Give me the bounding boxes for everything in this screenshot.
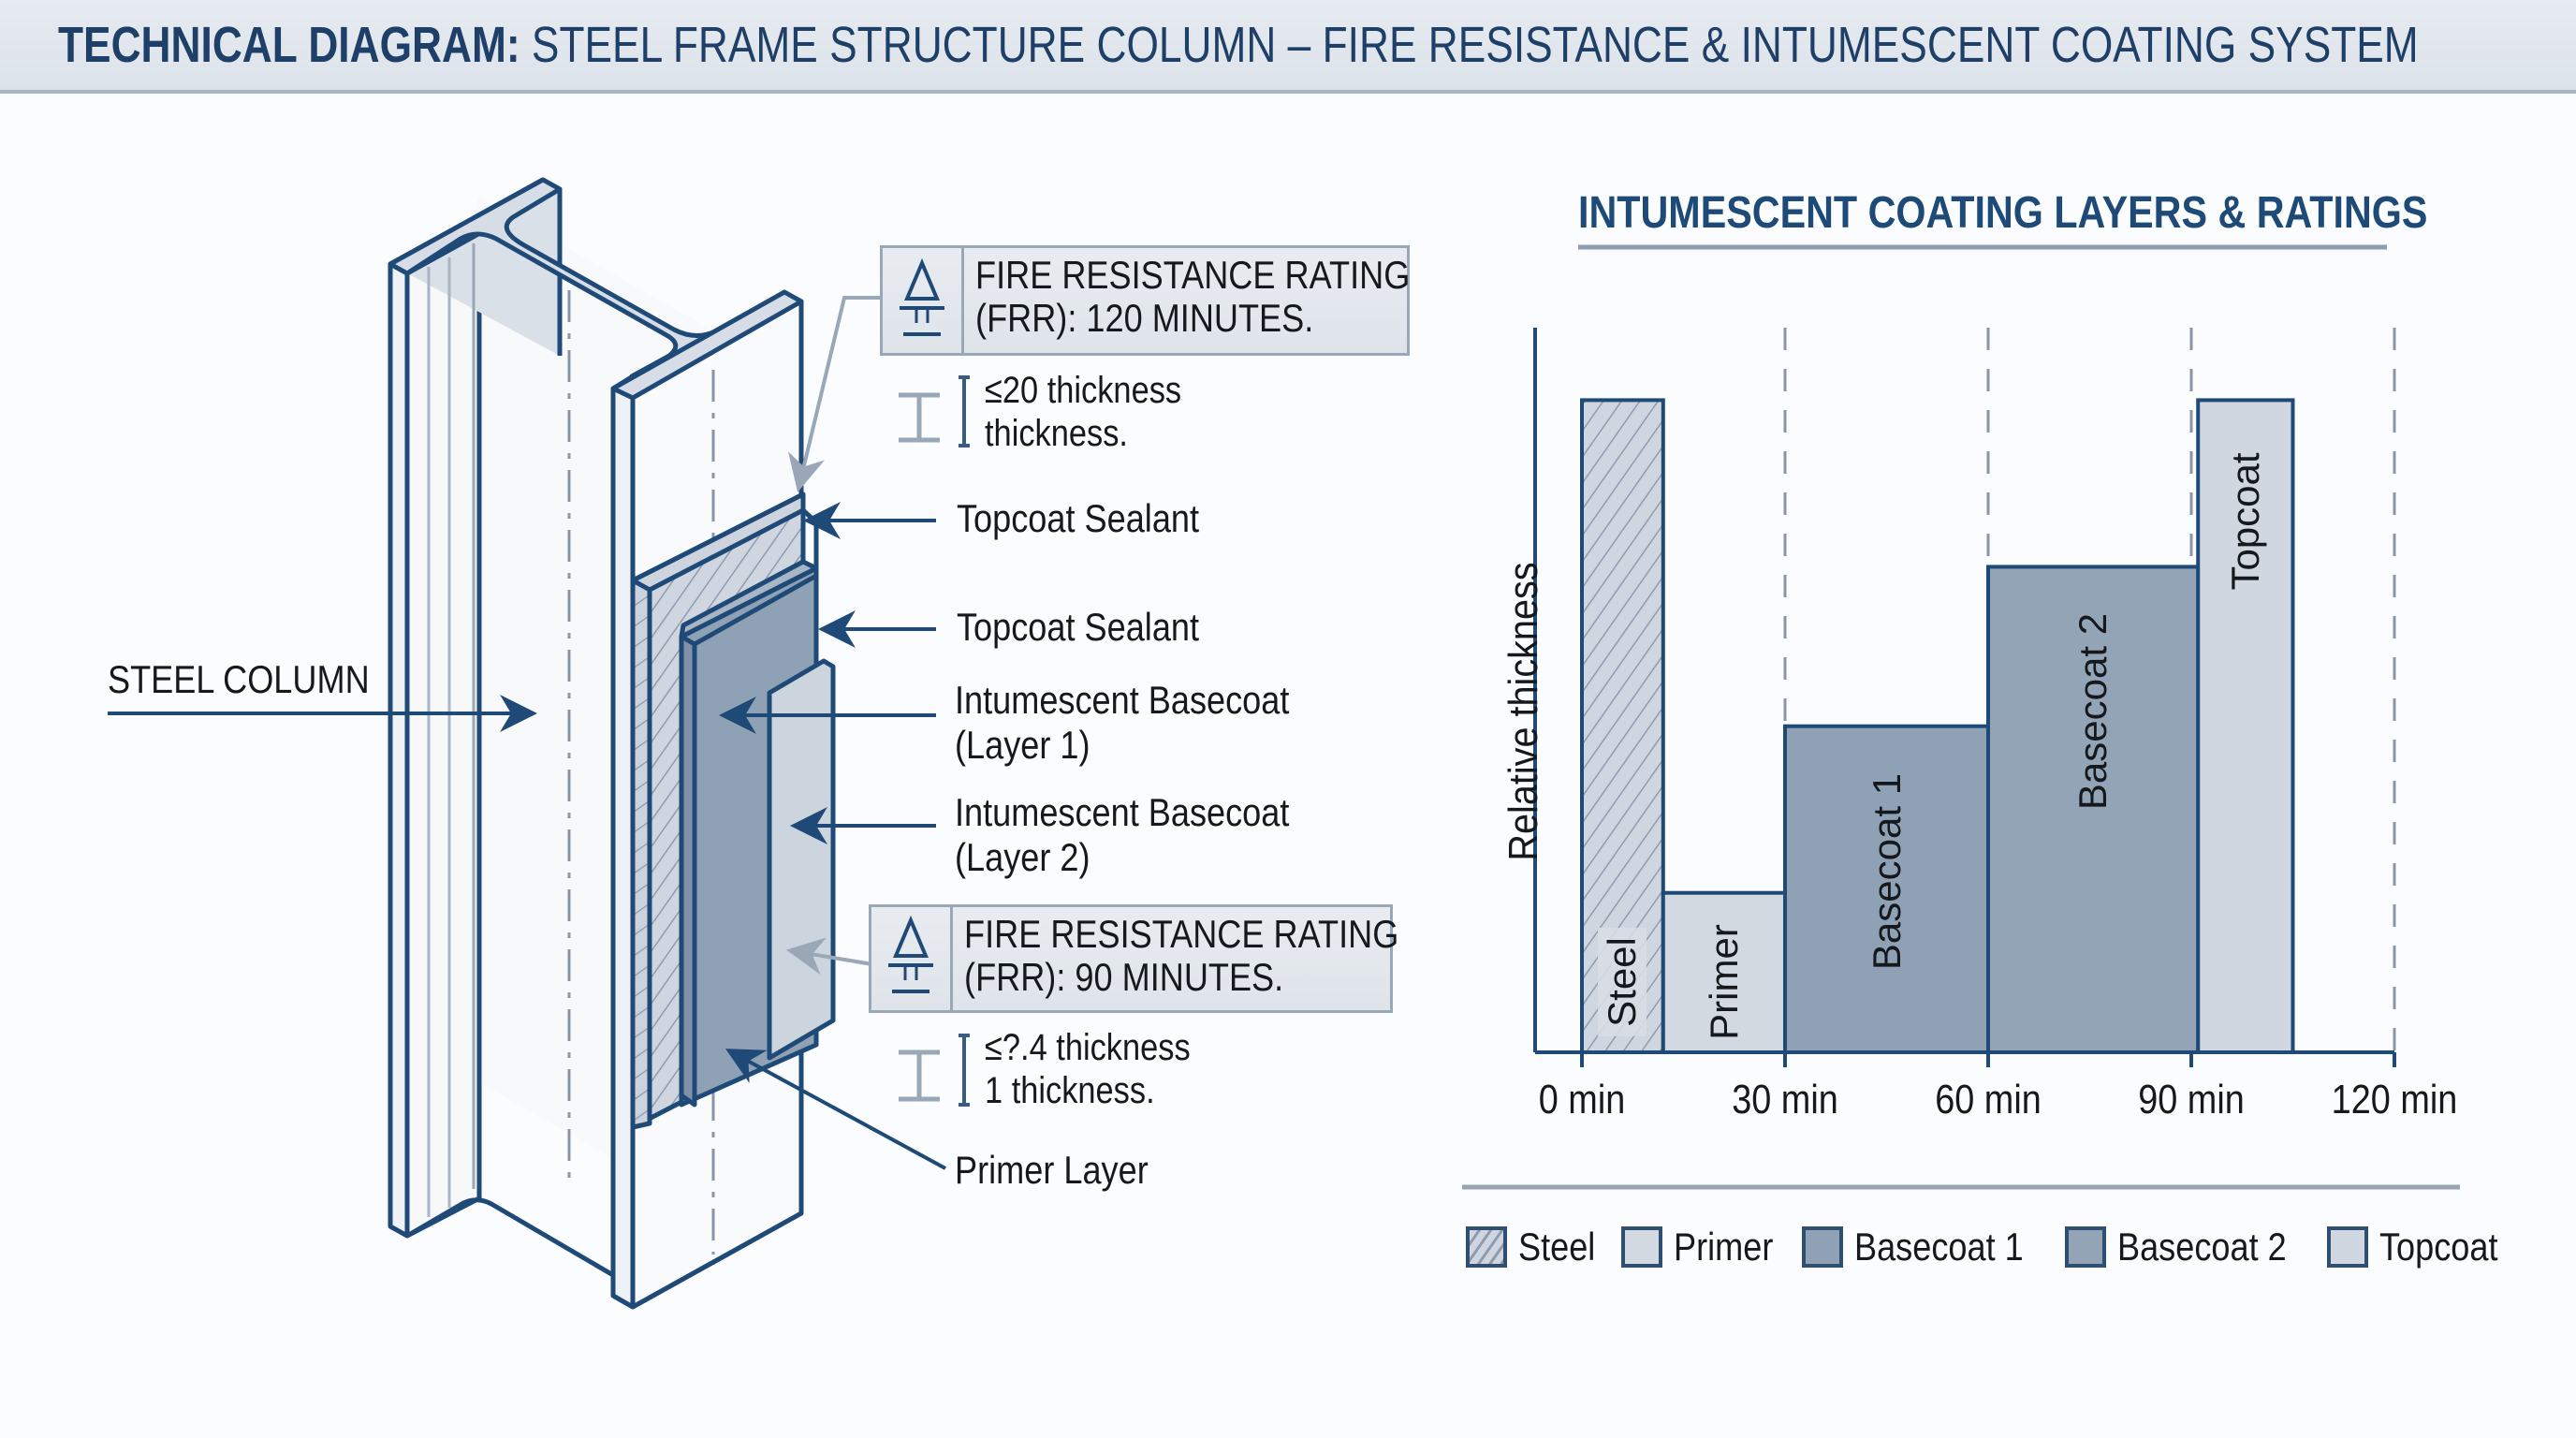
frr-90-line1: FIRE RESISTANCE RATING (964, 912, 1399, 956)
x-tick-label: 60 min (1935, 1077, 2042, 1123)
x-tick-label: 0 min (1538, 1077, 1626, 1123)
legend-item-steel: Steel (1466, 1225, 1597, 1269)
chart-legend: Steel Primer Basecoat 1 Basecoat 2 Topcoat (1466, 1225, 2530, 1269)
bar-label-basecoat-1: Basecoat 1 (1864, 772, 1909, 970)
callout-basecoat-1: Intumescent Basecoat (Layer 1) (955, 678, 1289, 768)
leader-lines (108, 296, 946, 1170)
thickness-note-1-line2: thickness. (985, 413, 1128, 454)
thickness-icon-2 (899, 1034, 970, 1107)
callout-basecoat-2: Intumescent Basecoat (Layer 2) (955, 790, 1289, 880)
frr-90-text: FIRE RESISTANCE RATING (FRR): 90 MINUTES… (953, 907, 1398, 1010)
callout-basecoat-1-line2: (Layer 1) (955, 723, 1090, 767)
fire-rating-icon (883, 248, 964, 353)
legend-item-topcoat: Topcoat (2326, 1225, 2506, 1269)
bar-label-primer: Primer (1701, 924, 1746, 1040)
legend-label: Topcoat (2378, 1225, 2498, 1269)
legend-label: Primer (1673, 1225, 1774, 1269)
callout-primer-layer: Primer Layer (955, 1148, 1149, 1192)
bar-basecoat-1 (1783, 724, 1990, 1054)
callout-basecoat-1-line1: Intumescent Basecoat (955, 678, 1290, 722)
legend-swatch (1620, 1226, 1662, 1268)
page-title: TECHNICAL DIAGRAM: STEEL FRAME STRUCTURE… (58, 15, 2419, 75)
thickness-note-1: ≤20 thickness thickness. (985, 369, 1181, 455)
primer-arrow (724, 1049, 946, 1170)
legend-label: Basecoat 1 (1854, 1225, 2025, 1269)
frr-120-line1: FIRE RESISTANCE RATING (975, 253, 1411, 297)
bar-topcoat (2196, 398, 2295, 1054)
frr-90-line2: (FRR): 90 MINUTES. (964, 955, 1284, 999)
legend-item-primer: Primer (1620, 1225, 1778, 1269)
thickness-icon-1 (899, 375, 970, 448)
legend-label: Steel (1518, 1225, 1596, 1269)
page-title-bold: TECHNICAL DIAGRAM: (58, 17, 520, 73)
coating-basecoat-2 (767, 658, 836, 1061)
legend-swatch (1802, 1226, 1844, 1268)
x-tick-label: 90 min (2138, 1077, 2245, 1123)
frr-120-line2: (FRR): 120 MINUTES. (975, 296, 1314, 340)
bar-label-steel: Steel (1598, 928, 1647, 1036)
legend-item-basecoat-1: Basecoat 1 (1802, 1225, 2040, 1269)
frr-90-box: FIRE RESISTANCE RATING (FRR): 90 MINUTES… (869, 904, 1398, 1013)
steel-column-label: STEEL COLUMN (108, 657, 370, 701)
chart-title: INTUMESCENT COATING LAYERS & RATINGS (1578, 188, 2428, 238)
thickness-note-2: ≤?.4 thickness 1 thickness. (985, 1026, 1191, 1112)
frr-120-leader (788, 296, 880, 492)
bar-basecoat-2 (1986, 565, 2201, 1054)
legend-swatch (2064, 1226, 2106, 1268)
frr-120-box: FIRE RESISTANCE RATING (FRR): 120 MINUTE… (880, 245, 1410, 356)
coating-chart (1533, 328, 2396, 1067)
bar-label-basecoat-2: Basecoat 2 (2071, 613, 2115, 811)
thickness-note-1-line1: ≤20 thickness (985, 370, 1182, 411)
x-tick-label: 120 min (2331, 1077, 2458, 1123)
callout-topcoat-sealant-1: Topcoat Sealant (957, 496, 1200, 540)
coating-layers (630, 492, 836, 1130)
legend-swatch (1466, 1226, 1507, 1268)
thickness-note-2-line2: 1 thickness. (985, 1070, 1155, 1111)
callout-basecoat-2-line1: Intumescent Basecoat (955, 790, 1290, 834)
page-title-rest: STEEL FRAME STRUCTURE COLUMN – FIRE RESI… (520, 17, 2419, 73)
callout-basecoat-2-line2: (Layer 2) (955, 835, 1090, 879)
legend-label: Basecoat 2 (2116, 1225, 2287, 1269)
legend-item-basecoat-2: Basecoat 2 (2064, 1225, 2303, 1269)
frr-90-leader (786, 937, 873, 975)
callout-topcoat-sealant-2: Topcoat Sealant (957, 605, 1200, 649)
header-bar: TECHNICAL DIAGRAM: STEEL FRAME STRUCTURE… (0, 0, 2576, 94)
thickness-note-2-line1: ≤?.4 thickness (985, 1027, 1191, 1068)
frr-120-text: FIRE RESISTANCE RATING (FRR): 120 MINUTE… (964, 248, 1410, 353)
bar-label-topcoat: Topcoat (2222, 452, 2267, 591)
fire-rating-icon (871, 907, 953, 1010)
bar-primer (1661, 890, 1788, 1054)
y-axis-label: Relative thickness (1500, 562, 1546, 861)
x-tick-label: 30 min (1732, 1077, 1838, 1123)
beam-back-flange-face (404, 231, 482, 1239)
legend-swatch (2326, 1226, 2368, 1268)
